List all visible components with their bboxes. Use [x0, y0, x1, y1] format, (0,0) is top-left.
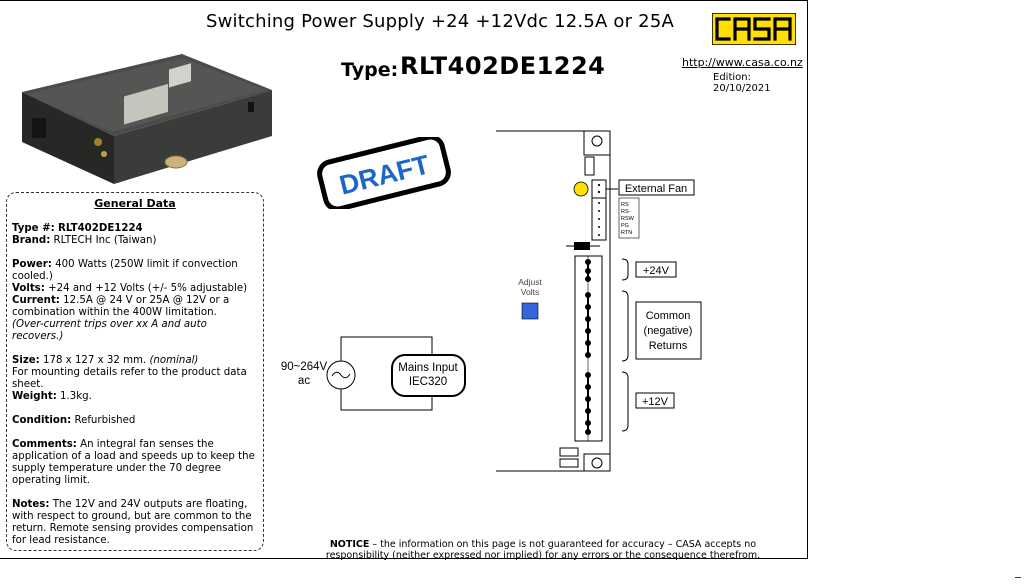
output-24v-label: +24V	[643, 265, 670, 277]
label-12v-box	[635, 392, 675, 409]
draft-badge: DRAFT	[317, 137, 451, 209]
adjust-volts-pot	[521, 302, 539, 320]
output-common-label-3: Returns	[649, 340, 688, 352]
brand-value: RLTECH Inc (Taiwan)	[53, 235, 157, 246]
size-section: Size: 178 x 127 x 32 mm. (nominal) For m…	[12, 355, 259, 403]
fuse-slot	[584, 156, 595, 176]
current-note: (Over-current trips over xx A and auto r…	[12, 319, 207, 342]
label-24v-box	[635, 261, 677, 278]
output-common-label-1: Common	[646, 310, 691, 322]
adjust-volts-label-1: Adjust	[518, 277, 542, 287]
brand-label: Brand:	[12, 235, 51, 246]
notice-text: – the information on this page is not gu…	[325, 539, 761, 561]
terminal-group-common	[585, 292, 591, 358]
casa-logo	[712, 13, 796, 45]
ac-source-unit: ac	[298, 375, 310, 387]
external-fan-label: External Fan	[625, 183, 687, 195]
type-number-value: RLT402DE1224	[58, 223, 143, 234]
type-label: Type:	[341, 59, 399, 81]
sense-pin-rs-minus: RS-	[621, 209, 631, 215]
mounting-hole-top	[591, 135, 603, 147]
type-number-label: Type #:	[12, 223, 55, 234]
weight-value: 1.3kg.	[60, 391, 92, 402]
sense-pin-label-box	[618, 197, 640, 239]
condition-label: Condition:	[12, 415, 72, 426]
power-value: 400 Watts (250W limit if convection cool…	[12, 259, 238, 282]
current-label: Current:	[12, 295, 60, 306]
casa-website-link[interactable]: http://www.casa.co.nz	[682, 56, 803, 69]
fan-indicator-led	[573, 181, 589, 197]
ac-source-voltage: 90~264V	[281, 361, 328, 373]
legal-notice: NOTICE – the information on this page is…	[303, 539, 783, 561]
external-fan-label-box	[618, 179, 695, 196]
output-common-label-2: (negative)	[644, 325, 693, 337]
label-common-box	[635, 301, 702, 360]
adjust-volts-label-2: Volts	[521, 287, 539, 297]
fan-connector	[591, 179, 607, 199]
sense-pin-rsw: RSW	[621, 216, 635, 222]
mounting-hole-bottom	[591, 457, 603, 469]
mounting-text: For mounting details refer to the produc…	[12, 367, 247, 390]
product-photo	[22, 54, 272, 184]
power-label: Power:	[12, 259, 52, 270]
mains-input-label-1: Mains Input	[398, 362, 458, 374]
terminal-group-24v	[585, 259, 591, 282]
notes-value: The 12V and 24V outputs are floating, wi…	[12, 499, 254, 546]
mains-wiring	[340, 336, 433, 411]
mains-input-box	[391, 354, 466, 397]
bottom-connector-1	[559, 447, 579, 457]
page-edge-mark	[1015, 577, 1021, 578]
notes-label: Notes:	[12, 499, 50, 510]
bottom-connector-2	[559, 458, 579, 468]
psu-outline	[496, 130, 611, 472]
condition-value: Refurbished	[74, 415, 136, 426]
output-12v-label: +12V	[642, 396, 669, 408]
weight-label: Weight:	[12, 391, 57, 402]
current-value: 12.5A @ 24 V or 25A @ 12V or a combinati…	[12, 295, 230, 318]
type-value: RLT402DE1224	[400, 52, 606, 80]
bracket-common	[621, 290, 629, 362]
page-title: Switching Power Supply +24 +12Vdc 12.5A …	[206, 11, 674, 32]
mains-input-label-2: IEC320	[409, 376, 447, 388]
condition-section: Condition: Refurbished	[12, 415, 259, 427]
sense-pin-rs: RS	[621, 202, 629, 208]
volts-label: Volts:	[12, 283, 45, 294]
terminal-group-12v	[585, 372, 591, 435]
size-label: Size:	[12, 355, 40, 366]
edition-date: Edition: 20/10/2021	[713, 72, 771, 94]
notes-section: Notes: The 12V and 24V outputs are float…	[12, 499, 259, 547]
sense-pin-rtn: RTN	[621, 230, 632, 236]
notice-label: NOTICE	[329, 539, 370, 550]
comments-section: Comments: An integral fan senses the app…	[12, 439, 259, 487]
bracket-12v	[621, 371, 629, 432]
datasheet-page: Switching Power Supply +24 +12Vdc 12.5A …	[0, 0, 808, 561]
bracket-24v	[621, 258, 629, 281]
electrical-section: Power: 400 Watts (250W limit if convecti…	[12, 259, 259, 343]
type-brand-section: Type #: RLT402DE1224 Brand: RLTECH Inc (…	[12, 223, 259, 247]
comments-value: An integral fan senses the application o…	[12, 439, 255, 486]
general-data-panel: General Data Type #: RLT402DE1224 Brand:…	[6, 192, 264, 551]
general-data-heading: General Data	[94, 197, 176, 210]
sense-pin-pg: PG	[621, 223, 629, 229]
size-value: 178 x 127 x 32 mm.	[43, 355, 147, 366]
connection-diagram: External Fan RS RS- RSW PG RTN	[281, 130, 702, 472]
size-note: (nominal)	[149, 355, 199, 366]
volts-value: +24 and +12 Volts (+/- 5% adjustable)	[48, 283, 248, 294]
comments-label: Comments:	[12, 439, 77, 450]
